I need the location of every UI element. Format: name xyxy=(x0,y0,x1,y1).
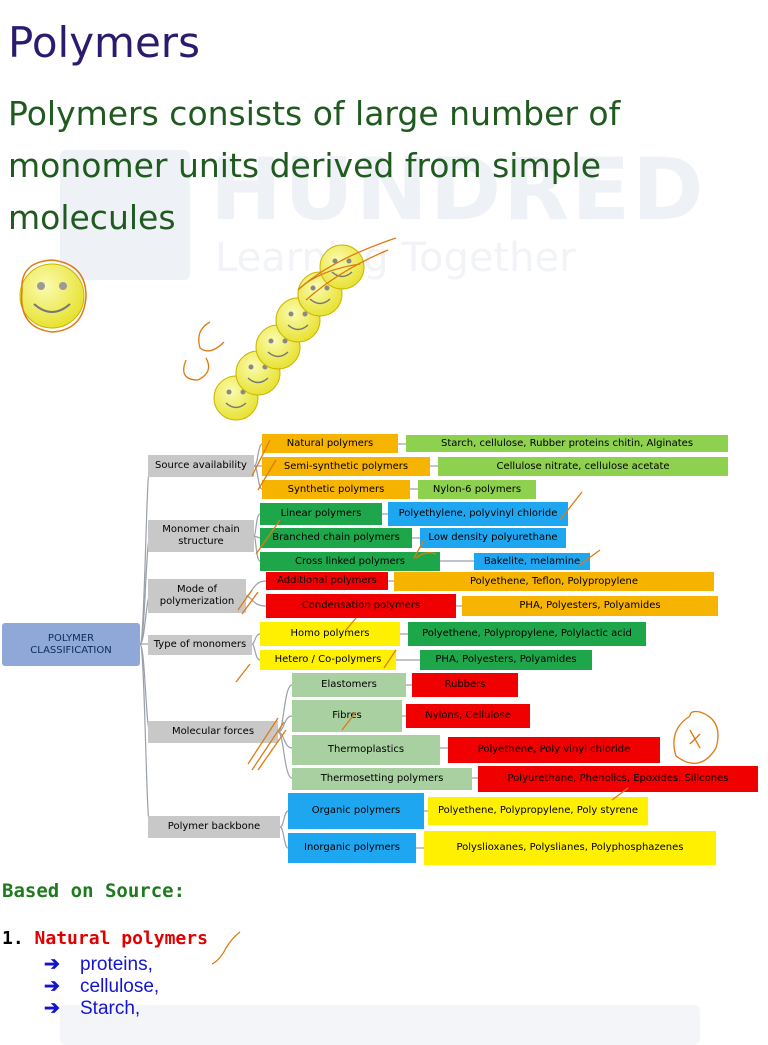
category-mode-of-polymerization: Mode of polymerization xyxy=(148,579,246,613)
type-natural-polymers: Natural polymers xyxy=(262,434,398,453)
example-fibres: Nylons, Cellulose xyxy=(406,704,530,728)
example-homo-polymers: Polyethene, Polypropylene, Polylactic ac… xyxy=(408,622,646,646)
category-molecular-forces: Molecular forces xyxy=(148,721,278,743)
classification-root: POLYMER CLASSIFICATION xyxy=(2,623,140,666)
page-title: Polymers xyxy=(8,18,200,67)
list-item-natural-polymers: 1. Natural polymers xyxy=(2,928,208,949)
list-item: ➔cellulose, xyxy=(44,976,160,997)
example-linear-polymers: Polyethylene, polyvinyl chloride xyxy=(388,502,568,526)
example-thermoplastics: Polyethene, Poly vinyl chloride xyxy=(448,737,660,763)
polymer-classification-diagram: POLYMER CLASSIFICATION Source availabili… xyxy=(0,430,768,870)
list-item: ➔proteins, xyxy=(44,954,153,975)
category-polymer-backbone: Polymer backbone xyxy=(148,816,280,838)
arrow-right-icon: ➔ xyxy=(44,954,60,975)
example-elastomers: Rubbers xyxy=(412,673,518,697)
example-condensation-polymers: PHA, Polyesters, Polyamides xyxy=(462,596,718,616)
example-synthetic-polymers: Nylon-6 polymers xyxy=(418,480,536,499)
monomer-smiley-illustration xyxy=(19,237,397,421)
category-source-availability: Source availability xyxy=(148,455,254,477)
category-monomer-chain-structure: Monomer chain structure xyxy=(148,520,254,552)
watermark-bottom-band xyxy=(60,1005,700,1045)
single-monomer-smiley xyxy=(19,259,87,333)
example-organic-polymers: Polyethene, Polypropylene, Poly styrene xyxy=(428,797,648,825)
arrow-right-icon: ➔ xyxy=(44,998,60,1019)
list-number: 1. xyxy=(2,928,24,949)
example-semi-synthetic-polymers: Cellulose nitrate, cellulose acetate xyxy=(438,457,728,476)
type-semi-synthetic-polymers: Semi-synthetic polymers xyxy=(262,457,430,476)
type-hetero-co-polymers: Hetero / Co-polymers xyxy=(260,650,396,670)
type-thermoplastics: Thermoplastics xyxy=(292,735,440,765)
example-inorganic-polymers: Polyslioxanes, Polyslianes, Polyphosphaz… xyxy=(424,831,716,865)
arrow-right-icon: ➔ xyxy=(44,976,60,997)
handwritten-annotations xyxy=(183,237,397,381)
type-linear-polymers: Linear polymers xyxy=(260,503,382,525)
type-synthetic-polymers: Synthetic polymers xyxy=(262,480,410,499)
type-thermosetting-polymers: Thermosetting polymers xyxy=(292,768,472,790)
polymer-chain-smileys xyxy=(213,244,365,421)
example-thermosetting-polymers: Polyurethane, Phenolics, Epoxides, Silic… xyxy=(478,766,758,792)
section-heading-based-on-source: Based on Source: xyxy=(2,880,186,902)
example-branched-chain-polymers: Low density polyurethane xyxy=(420,528,566,548)
example-hetero-co-polymers: PHA, Polyesters, Polyamides xyxy=(420,650,592,670)
example-natural-polymers: Starch, cellulose, Rubber proteins chiti… xyxy=(406,435,728,452)
type-homo-polymers: Homo polymers xyxy=(260,622,400,646)
type-fibres: Fibres xyxy=(292,700,402,732)
category-type-of-monomers: Type of monomers xyxy=(148,635,252,655)
type-inorganic-polymers: Inorganic polymers xyxy=(288,833,416,863)
example-additional-polymers: Polyethene, Teflon, Polypropylene xyxy=(394,572,714,591)
type-cross-linked-polymers: Cross linked polymers xyxy=(260,552,440,571)
type-elastomers: Elastomers xyxy=(292,673,406,697)
type-additional-polymers: Additional polymers xyxy=(266,572,388,590)
example-cross-linked-polymers: Bakelite, melamine xyxy=(474,553,590,570)
type-organic-polymers: Organic polymers xyxy=(288,793,424,829)
list-label: Natural polymers xyxy=(34,928,208,949)
handwritten-checkmark xyxy=(211,931,241,965)
type-branched-chain-polymers: Branched chain polymers xyxy=(260,528,412,548)
list-item: ➔Starch, xyxy=(44,998,141,1019)
type-condensation-polymers: Condensation polymers xyxy=(266,594,456,618)
intro-text: Polymers consists of large number of mon… xyxy=(8,94,621,237)
